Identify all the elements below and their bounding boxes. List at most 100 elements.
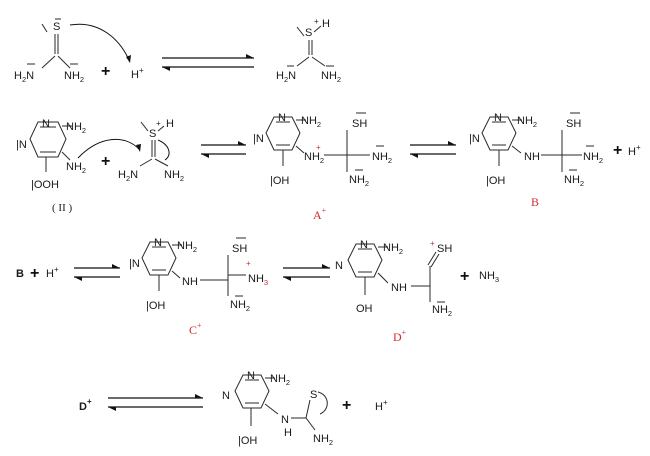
- final-product: N N NH2 N H S NH2 |OH: [222, 370, 333, 447]
- plus-sign-2: +: [101, 153, 110, 170]
- c-nh-linker: NH: [182, 276, 198, 288]
- compound-ii: N |N NH2 NH2 |OOH ( II ): [16, 118, 86, 214]
- protonated-charge: +: [314, 17, 319, 26]
- plus-sign-3: +: [613, 142, 622, 159]
- reagent-amine-left: H2N: [118, 169, 138, 183]
- c-ring-nitrogen-left: |N: [129, 258, 140, 270]
- b-ring-nitrogen-top: N: [494, 112, 502, 124]
- a-nitrogen-charge: +: [316, 143, 321, 152]
- plus-sign-5: +: [460, 268, 469, 285]
- c-amine-bottom: NH2: [230, 299, 250, 313]
- a-thiol: SH: [352, 118, 367, 130]
- ammonia: NH3: [479, 270, 499, 284]
- b-label: B: [531, 195, 539, 209]
- thiourea-sulfur: S: [53, 21, 60, 33]
- plus-sign-4: +: [30, 265, 39, 282]
- product-thiazole-sulfur: S: [310, 389, 317, 401]
- protonated-amine-right: NH2: [321, 70, 341, 84]
- equilibrium-arrow-5: [283, 264, 330, 281]
- c-label: C+: [189, 321, 202, 337]
- d-sulfonium-charge: +: [430, 239, 435, 248]
- equilibrium-arrow-2: [201, 141, 246, 158]
- d-thiol: SH: [437, 243, 452, 255]
- equilibrium-arrow-6: [108, 394, 203, 411]
- intermediate-c: N |N NH2 NH SH + NH3 NH2 |OH C+: [129, 237, 268, 337]
- intermediate-a: N |N NH2 + NH2 SH NH2 NH2 |OH A+: [253, 112, 392, 222]
- proton-3: H+: [46, 265, 59, 280]
- c-ammonium-charge: +: [246, 259, 251, 268]
- intermediate-d: N N NH2 NH + SH NH2 OH D+: [335, 239, 452, 344]
- compound-ii-label: ( II ): [52, 202, 72, 214]
- a-amine-top: NH2: [301, 115, 321, 129]
- pyrimidine-ring-ii: [29, 121, 67, 158]
- plus-sign-6: +: [342, 397, 351, 414]
- a-hydroxyl: |OH: [270, 175, 289, 187]
- thiourea-reactant: S H2N NH2: [14, 18, 84, 84]
- thiourea-amine-right: NH2: [64, 70, 84, 84]
- hydroxyl-ii: |OOH: [31, 179, 59, 191]
- equilibrium-arrow-1: [162, 54, 254, 71]
- protonated-amine-left: H2N: [276, 70, 296, 84]
- ring-nitrogen-left: |N: [16, 139, 27, 151]
- reagent-charge: +: [156, 119, 161, 128]
- curved-arrow-3: [157, 139, 170, 161]
- product-ring-nh: N: [281, 414, 289, 426]
- b-thiol: SH: [566, 118, 581, 130]
- ring-nitrogen-top: N: [42, 118, 50, 130]
- row-4-cyclization: D+ N N NH2 N H S NH2 |OH +: [79, 370, 388, 447]
- intermediate-b: N |N NH2 NH SH NH2 NH2 |OH B: [469, 112, 603, 209]
- b-amine-right: NH2: [583, 151, 603, 165]
- c-ammonium: NH3: [248, 273, 268, 287]
- a-ring-nitrogen-left: |N: [253, 133, 264, 145]
- amine-mid-ii: NH2: [66, 161, 86, 175]
- curved-arrow-1: [69, 23, 130, 61]
- product-amine-top: NH2: [270, 373, 290, 387]
- protonated-sulfur: S: [305, 27, 312, 39]
- c-amine-top: NH2: [177, 240, 197, 254]
- b-amine-bottom: NH2: [564, 174, 584, 188]
- c-thiol: SH: [232, 243, 247, 255]
- a-ring-nitrogen-top: N: [278, 112, 286, 124]
- c-ring-nitrogen-top: N: [154, 237, 162, 249]
- thiourea-amine-left: H2N: [14, 70, 34, 84]
- d-ring-nitrogen-left: N: [335, 260, 343, 272]
- a-nh2-linker: NH2: [304, 151, 324, 165]
- proton-2: H+: [628, 143, 641, 158]
- b-start: B: [16, 268, 24, 280]
- equilibrium-arrow-4: [74, 264, 120, 281]
- product-ring-nitrogen-top: N: [247, 370, 255, 382]
- product-ring-h: H: [284, 427, 292, 439]
- b-nh-linker: NH: [524, 151, 540, 163]
- proton-1: H+: [131, 66, 144, 81]
- equilibrium-arrow-3: [410, 141, 456, 158]
- b-hydroxyl: |OH: [486, 175, 505, 187]
- protonated-thiourea-reagent: S + H H2N NH2: [118, 118, 184, 183]
- reagent-h: H: [166, 118, 174, 130]
- d-amine-bottom: NH2: [432, 304, 452, 318]
- curved-arrow-2: [77, 138, 140, 159]
- d-nh-linker: NH: [391, 282, 407, 294]
- d-start: D+: [79, 397, 92, 413]
- d-label: D+: [393, 328, 407, 344]
- d-amine-top: NH2: [383, 242, 403, 256]
- amine-top-ii: NH2: [66, 121, 86, 135]
- reagent-amine-right: NH2: [164, 169, 184, 183]
- product-amine-bottom: NH2: [313, 433, 333, 447]
- d-ring-nitrogen-top: N: [360, 239, 368, 251]
- plus-sign-1: +: [101, 63, 110, 80]
- a-amine-bottom: NH2: [349, 174, 369, 188]
- reagent-sulfur: S: [149, 128, 156, 140]
- proton-4: H+: [375, 398, 388, 413]
- product-ring-nitrogen-left: N: [222, 390, 230, 402]
- protonated-h: H: [322, 18, 330, 30]
- a-label: A+: [313, 206, 327, 222]
- b-ring-nitrogen-left: |N: [469, 133, 480, 145]
- product-hydroxyl: |OH: [238, 435, 257, 447]
- row-1-protonation: S H2N NH2 + H+ S + H: [14, 17, 341, 84]
- row-3-elimination: B + H+ N |N NH2 NH SH + NH3: [16, 237, 499, 344]
- row-2-addition: N |N NH2 NH2 |OOH ( II ) + S + H H2N NH2: [16, 112, 641, 222]
- d-hydroxyl: OH: [356, 303, 373, 315]
- c-hydroxyl: |OH: [146, 300, 165, 312]
